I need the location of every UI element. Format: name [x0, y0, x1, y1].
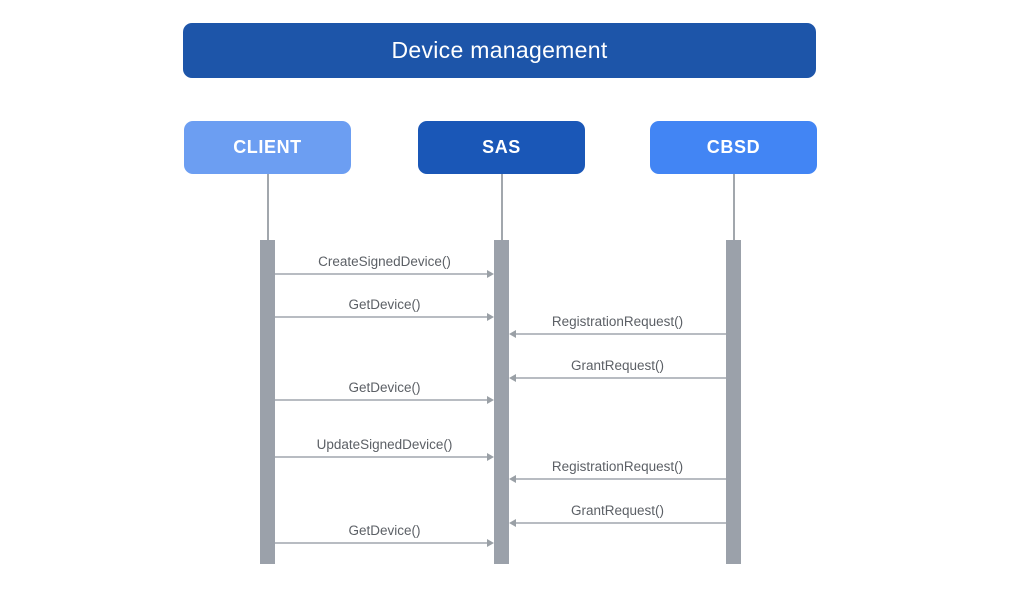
actor-box-cbsd: CBSD: [650, 121, 817, 174]
activation-bar-sas: [494, 240, 509, 564]
actor-box-sas: SAS: [418, 121, 585, 174]
arrowhead-left-icon: [509, 519, 516, 527]
message-label: RegistrationRequest(): [551, 459, 684, 474]
arrowhead-left-icon: [509, 374, 516, 382]
lifeline-client: [266, 174, 269, 240]
actor-label: CLIENT: [233, 137, 302, 157]
message-label: GetDevice(): [348, 523, 421, 538]
message-line: [275, 399, 488, 401]
arrowhead-right-icon: [487, 313, 494, 321]
message-line: [515, 377, 726, 379]
actor-label: SAS: [482, 137, 521, 157]
message-line: [515, 522, 726, 524]
message-label: RegistrationRequest(): [551, 314, 684, 329]
actor-label: CBSD: [706, 137, 761, 157]
message-line: [275, 316, 488, 318]
message-line: [275, 273, 488, 275]
message-line: [515, 478, 726, 480]
diagram-title: Device management: [183, 23, 816, 78]
arrowhead-left-icon: [509, 330, 516, 338]
message-line: [275, 542, 488, 544]
lifeline-cbsd: [732, 174, 735, 240]
arrowhead-right-icon: [487, 270, 494, 278]
message-label: GrantRequest(): [570, 358, 665, 373]
message-label: GrantRequest(): [570, 503, 665, 518]
message-line: [275, 456, 488, 458]
message-label: CreateSignedDevice(): [318, 254, 451, 269]
arrowhead-right-icon: [487, 396, 494, 404]
actor-box-client: CLIENT: [184, 121, 351, 174]
activation-bar-client: [260, 240, 275, 564]
arrowhead-right-icon: [487, 453, 494, 461]
message-label: UpdateSignedDevice(): [316, 437, 453, 452]
message-label: GetDevice(): [348, 297, 421, 312]
arrowhead-left-icon: [509, 475, 516, 483]
message-label: GetDevice(): [348, 380, 421, 395]
lifeline-sas: [500, 174, 503, 240]
message-line: [515, 333, 726, 335]
activation-bar-cbsd: [726, 240, 741, 564]
arrowhead-right-icon: [487, 539, 494, 547]
